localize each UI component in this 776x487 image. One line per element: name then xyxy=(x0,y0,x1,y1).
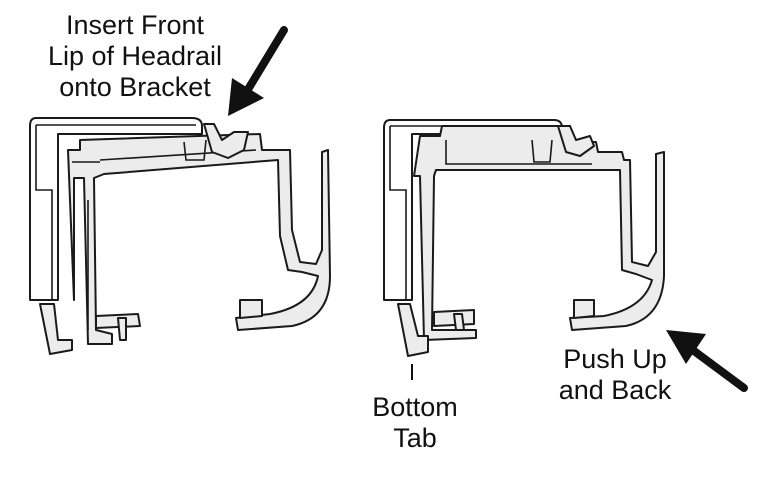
insert-label-line-2: Lip of Headrail xyxy=(47,41,223,71)
insert-front-lip-label: Insert Front Lip of Headrail onto Bracke… xyxy=(20,10,250,103)
left-assembly xyxy=(29,117,331,355)
push-arrow xyxy=(666,330,748,392)
left-bracket xyxy=(29,117,203,301)
right-bottom-tab xyxy=(397,303,429,357)
left-bottom-tab xyxy=(39,303,73,355)
right-front-lip xyxy=(557,125,595,157)
push-label-line-2: and Back xyxy=(558,375,672,405)
right-bracket xyxy=(383,119,563,301)
push-label-line-1: Push Up xyxy=(563,344,667,374)
insert-label-line-1: Insert Front xyxy=(65,10,205,40)
insert-label-line-3: onto Bracket xyxy=(59,72,211,102)
left-headrail xyxy=(67,133,331,345)
right-assembly xyxy=(383,119,665,357)
bottom-tab-label: Bottom Tab xyxy=(350,392,480,454)
insert-arrow xyxy=(228,26,288,116)
push-up-label: Push Up and Back xyxy=(540,344,690,406)
tab-label-line-2: Tab xyxy=(393,423,437,453)
left-front-lip xyxy=(203,123,249,159)
tab-label-line-1: Bottom xyxy=(372,392,458,422)
right-headrail xyxy=(413,125,665,341)
